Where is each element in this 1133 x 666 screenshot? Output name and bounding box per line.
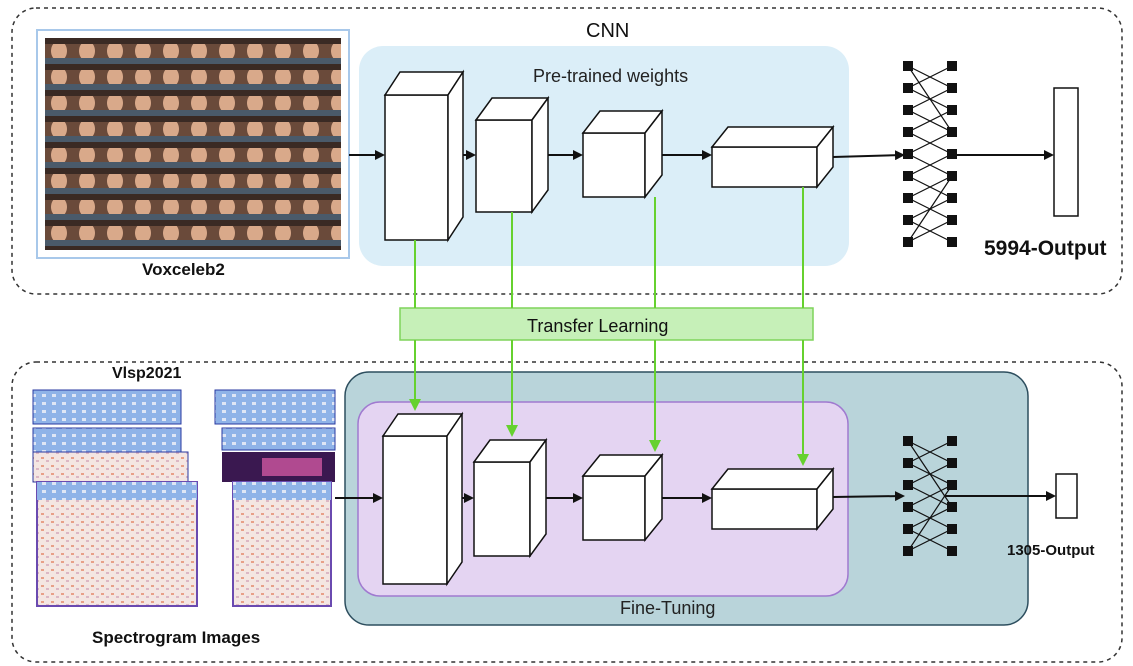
finetune-panel [11,361,1123,663]
cnn-block-3 [581,108,664,200]
cnn-block-1 [383,69,465,243]
fully-connected-network-bottom [903,436,957,556]
pretrained-weights-label: Pre-trained weights [533,66,689,86]
cnn-title: CNN [586,20,630,42]
voxceleb2-face-grid [36,29,350,259]
output-5994-label: 5994-Output [984,237,1107,260]
transfer-arrows [409,187,809,466]
finetune-block-4 [710,466,835,532]
finetune-block-3 [581,452,664,543]
output-layer-bottom [1055,473,1078,519]
voxceleb2-label: Voxceleb2 [142,260,225,279]
spectrogram-images-label: Spectrogram Images [92,628,261,647]
fully-connected-network-top [903,61,957,247]
transfer-learning-bar [399,307,814,341]
output-layer-top [1053,87,1079,217]
output-1305-label: 1305-Output [1007,542,1095,559]
cnn-panel [11,7,1123,295]
finetune-block-2 [472,437,548,559]
cnn-block-2 [474,95,550,215]
cnn-flow-arrows-top [349,150,1054,161]
spectrogram-images [32,389,336,607]
fine-tuning-label: Fine-Tuning [620,598,716,618]
finetune-block-1 [381,411,464,587]
transfer-learning-label: Transfer Learning [527,316,669,336]
cnn-block-4 [710,124,835,190]
vlsp2021-label: Vlsp2021 [112,365,182,382]
cnn-flow-arrows-bottom [335,491,1056,503]
